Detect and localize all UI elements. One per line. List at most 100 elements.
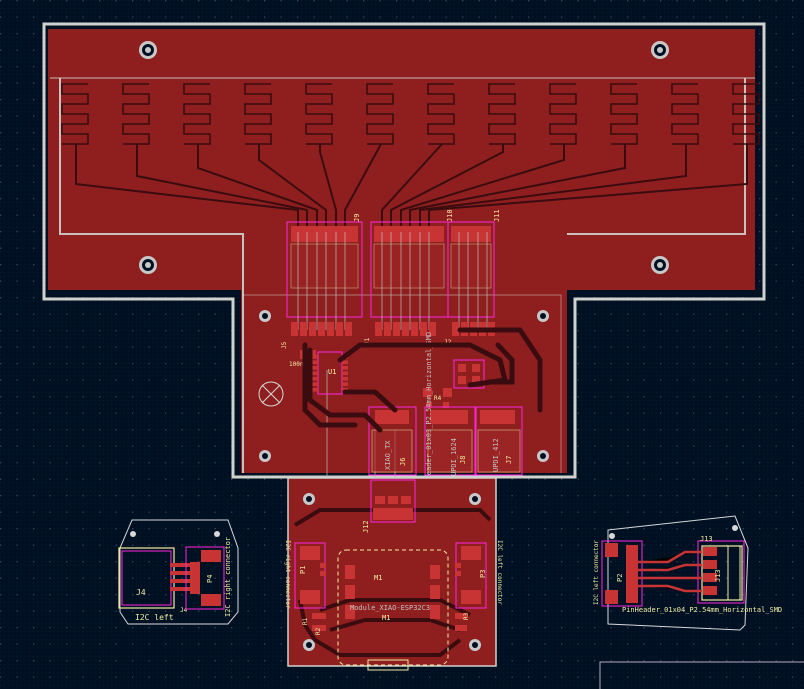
smd-pad	[452, 322, 459, 336]
smd-pad	[300, 322, 307, 336]
j11-ref: J11	[493, 209, 501, 222]
j1-ref: J1	[364, 337, 371, 345]
resistors-r1-r2[interactable]: R1 R2	[302, 613, 326, 635]
xiao-module-m1[interactable]: M1 Module_XIAO-ESP32C3 M1	[337, 549, 449, 671]
p2-footprint: PinHeader_01x04_P2.54mm_Horizontal_SMD	[622, 606, 782, 614]
connector-j11[interactable]: J11	[447, 209, 501, 318]
electrode-trace	[75, 144, 299, 226]
i2c-right-board[interactable]: P2 I2C left connector J13 J13 PinHeader_…	[593, 515, 782, 631]
electrode-trace	[319, 144, 337, 226]
p4-ref: P4	[206, 575, 214, 583]
electrode-trace	[428, 144, 748, 226]
j5-ref: J5	[281, 341, 288, 349]
mounting-hole-tl	[139, 41, 157, 59]
touch-electrode	[122, 83, 150, 145]
j6-ref: J6	[399, 458, 407, 466]
electrode-trace	[197, 144, 318, 226]
smd-pad	[318, 322, 325, 336]
xiao-mount-hole-2	[469, 493, 481, 505]
top-board[interactable]: J9 J10 J11 U1 J5 J1	[42, 22, 766, 520]
lower-traces	[302, 327, 543, 433]
u1-pin	[312, 388, 318, 392]
touch-electrode	[366, 83, 394, 145]
touch-electrode	[488, 83, 516, 145]
j4-ref: J4	[136, 588, 146, 597]
xiao-board-outline	[287, 477, 497, 667]
electrode-trace	[419, 144, 687, 226]
connector-p4[interactable]: P4 I2C right connector	[185, 537, 232, 617]
connector-j4[interactable]: J4 J4 I2C left	[118, 547, 192, 622]
connector-j6[interactable]: J6 XIAO_TX	[368, 406, 417, 476]
j12-footprint: PinHeader_01x03_P2.54mm_Horizontal_SMD	[425, 332, 433, 492]
edge-cuts-inner-rect	[59, 78, 244, 473]
touch-electrodes	[61, 83, 760, 145]
connector-p3[interactable]: P3 I2C left connector	[455, 540, 503, 609]
u1-pin	[312, 377, 318, 381]
connector-j12[interactable]: J12	[362, 479, 416, 533]
mounting-hole-lower-1	[259, 310, 271, 322]
touch-electrode	[61, 83, 89, 145]
touch-electrode	[671, 83, 699, 145]
connector-p2[interactable]: P2 I2C left connector	[593, 540, 643, 607]
connector-j10[interactable]: J10	[370, 209, 454, 318]
smd-pad	[291, 322, 298, 336]
touch-electrode	[183, 83, 211, 145]
i2c-left-board[interactable]: J4 J4 I2C left P4 I2C right connector	[118, 519, 239, 625]
mounting-hole-lower-2	[537, 310, 549, 322]
resistor-r3[interactable]: R3	[455, 612, 470, 631]
xiao-board[interactable]: J12 M1 Module_XIAO-ESP32C3 M1 P1 I2C rig…	[284, 477, 503, 671]
p3-ref: P3	[479, 570, 487, 578]
drawing-sheet-border	[599, 661, 804, 689]
mounting-hole-bl	[139, 256, 157, 274]
j7-value: UPDI_412	[492, 438, 500, 472]
component-right-small[interactable]	[453, 359, 485, 389]
electrode-trace	[400, 144, 565, 226]
j4-value: I2C left	[135, 613, 174, 622]
smd-pad	[375, 322, 382, 336]
u1-pin	[312, 371, 318, 375]
connector-j7[interactable]: J7 UPDI_412	[475, 406, 523, 476]
u1-pin	[342, 360, 348, 364]
smd-pad	[411, 322, 418, 336]
smd-pad	[420, 322, 427, 336]
smd-pad	[336, 322, 343, 336]
connector-j8[interactable]: J8 UPDI_1624	[424, 406, 476, 476]
electrode-trace	[409, 144, 626, 226]
electrode-trace	[381, 143, 443, 226]
j6-value: XIAO_TX	[384, 440, 392, 470]
u1-mcu[interactable]: U1	[312, 351, 348, 395]
smd-pad	[429, 322, 436, 336]
j13-ref-small: J13	[714, 569, 722, 582]
edge-cuts-inner-bottom	[243, 294, 562, 473]
left-board-outline	[119, 519, 239, 625]
j10-ref: J10	[446, 209, 454, 222]
r3-ref: R3	[463, 612, 470, 620]
u1-pin	[312, 382, 318, 386]
resistor-middle[interactable]: R4	[423, 388, 452, 408]
p2-value: I2C left connector	[593, 540, 600, 605]
connector-j9[interactable]: J9	[286, 214, 363, 318]
u1-pin	[342, 366, 348, 370]
r4-ref: R4	[434, 395, 442, 402]
touch-electrode	[305, 83, 333, 145]
smd-pad	[393, 322, 400, 336]
j13-ref: J13	[700, 535, 713, 543]
xiao-mount-hole-4	[469, 639, 481, 651]
touch-electrode	[732, 83, 760, 145]
u1-pin	[342, 371, 348, 375]
m1-ref-2: M1	[382, 614, 390, 622]
electrode-trace	[136, 144, 308, 226]
u1-ref: U1	[328, 368, 336, 376]
p1-ref: P1	[299, 566, 307, 574]
connector-p1[interactable]: P1 I2C right connector	[284, 540, 326, 609]
u1-pin	[342, 382, 348, 386]
electrode-trace	[258, 144, 327, 226]
touch-electrode	[244, 83, 272, 145]
smd-pad	[327, 322, 334, 336]
p2-j13-traces	[638, 550, 702, 593]
edge-cuts-outer	[42, 22, 766, 479]
xiao-mount-hole-3	[303, 639, 315, 651]
connector-j13[interactable]: J13 J13	[697, 535, 745, 604]
edge-cuts-inner-rect-right	[567, 78, 746, 235]
